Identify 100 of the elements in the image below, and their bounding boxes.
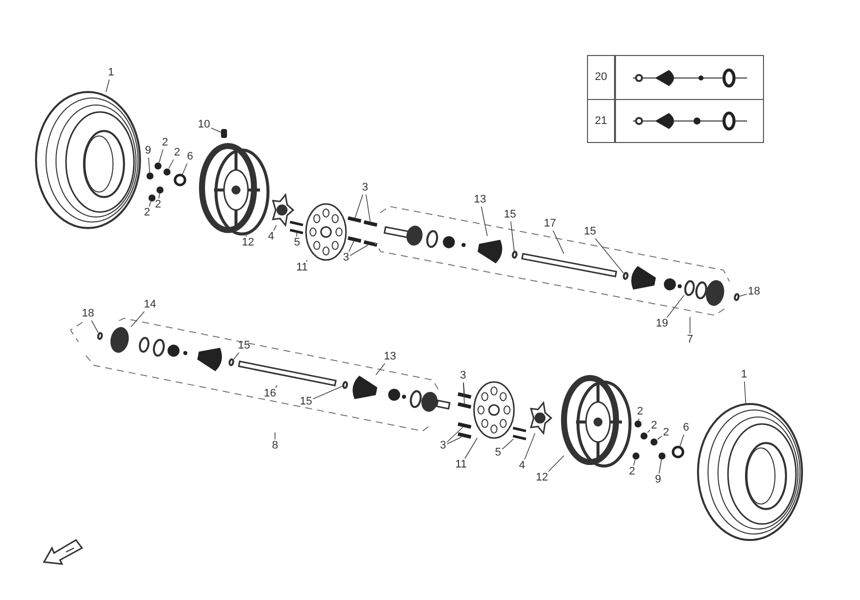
nut-drawing bbox=[634, 420, 642, 428]
leader-line bbox=[657, 436, 662, 440]
leader-line bbox=[463, 382, 465, 394]
leader-line bbox=[350, 244, 368, 256]
leader-line bbox=[168, 159, 174, 169]
leader-line bbox=[274, 224, 277, 231]
callout-number: 15 bbox=[504, 210, 516, 220]
kit-outline bbox=[70, 318, 439, 432]
callout-number: 2 bbox=[628, 466, 636, 478]
leader-line bbox=[464, 438, 478, 459]
leader-line bbox=[480, 206, 488, 236]
leader-line bbox=[594, 238, 624, 274]
leader-line bbox=[524, 432, 536, 460]
tire-drawing bbox=[35, 91, 141, 229]
leader-line bbox=[158, 193, 160, 199]
brake-disc-drawing bbox=[305, 203, 347, 261]
leader-line bbox=[296, 232, 298, 237]
callout-number: 6 bbox=[186, 152, 194, 162]
nut-drawing bbox=[156, 186, 164, 194]
leader-line bbox=[679, 434, 684, 448]
nut-drawing bbox=[658, 452, 666, 460]
callout-number: 9 bbox=[654, 474, 662, 486]
leader-line bbox=[658, 459, 662, 474]
callout-number: 13 bbox=[474, 194, 486, 206]
leader-line bbox=[666, 294, 684, 318]
callout-number: 11 bbox=[296, 262, 308, 274]
callout-number: 3 bbox=[362, 182, 368, 194]
callout-number: 9 bbox=[144, 146, 152, 156]
callout-number: 1 bbox=[740, 370, 748, 380]
hub-nut-drawing bbox=[672, 446, 684, 458]
ring-drawing bbox=[512, 250, 518, 259]
leader-line bbox=[158, 149, 164, 163]
callout-number: 19 bbox=[656, 318, 668, 330]
callout-number: 15 bbox=[584, 226, 596, 238]
leader-line bbox=[548, 455, 564, 472]
leader-line bbox=[738, 294, 748, 297]
nut-drawing bbox=[146, 172, 154, 180]
callout-number: 11 bbox=[455, 460, 467, 470]
wheel-stud-drawing bbox=[288, 220, 304, 234]
leader-line bbox=[638, 418, 640, 421]
leader-line bbox=[744, 381, 746, 404]
leader-line bbox=[354, 194, 364, 218]
leader-line bbox=[106, 79, 110, 92]
leader-line bbox=[348, 240, 354, 252]
leader-line bbox=[233, 352, 240, 360]
wheel-stud-drawing bbox=[512, 426, 528, 440]
leader-line bbox=[502, 438, 514, 450]
wheel-rim-drawing bbox=[199, 143, 270, 236]
leader-line bbox=[148, 157, 150, 173]
bolt-drawing bbox=[364, 240, 378, 247]
callout-number: 4 bbox=[268, 232, 274, 242]
callout-number: 16 bbox=[264, 388, 276, 400]
bolt-drawing bbox=[458, 422, 472, 429]
callout-number: 14 bbox=[144, 300, 156, 310]
callout-number: 3 bbox=[342, 252, 350, 264]
wheel-rim-drawing bbox=[561, 375, 632, 468]
brake-disc-drawing bbox=[473, 381, 515, 439]
callout-number: 12 bbox=[536, 472, 548, 484]
leader-line bbox=[274, 432, 276, 440]
callout-number: 10 bbox=[198, 120, 210, 130]
kit-number: 20 bbox=[594, 70, 608, 86]
callout-number: 2 bbox=[144, 208, 150, 218]
bolt-drawing bbox=[458, 402, 472, 409]
bolt-drawing bbox=[348, 216, 362, 223]
leader-line bbox=[210, 128, 222, 133]
callout-number: 18 bbox=[82, 308, 94, 320]
leader-line bbox=[647, 430, 650, 433]
callout-number: 4 bbox=[518, 460, 526, 472]
callout-number: 8 bbox=[272, 440, 278, 452]
leader-line bbox=[633, 459, 636, 466]
callout-number: 2 bbox=[650, 420, 658, 432]
callout-number: 5 bbox=[494, 448, 502, 458]
kit-outline bbox=[374, 206, 730, 316]
callout-number: 5 bbox=[294, 238, 300, 248]
bolt-drawing bbox=[364, 220, 378, 227]
leader-line bbox=[462, 382, 465, 404]
leader-line bbox=[182, 163, 188, 176]
nut-drawing bbox=[164, 168, 170, 176]
callout-number: 2 bbox=[636, 406, 644, 418]
callout-number: 17 bbox=[544, 218, 556, 230]
callout-number: 13 bbox=[384, 352, 396, 362]
valve-stem-drawing bbox=[221, 129, 227, 138]
callout-number: 12 bbox=[242, 238, 254, 248]
ring-drawing bbox=[622, 272, 629, 280]
hub-nut-drawing bbox=[174, 174, 186, 186]
callout-number: 18 bbox=[748, 286, 760, 298]
nut-drawing bbox=[640, 432, 648, 440]
callout-number: 2 bbox=[154, 200, 162, 210]
nut-drawing bbox=[148, 194, 156, 202]
ring-drawing bbox=[342, 381, 348, 389]
nut-drawing bbox=[650, 438, 658, 446]
bolt-drawing bbox=[348, 236, 362, 243]
callout-number: 2 bbox=[162, 138, 168, 148]
callout-number: 2 bbox=[662, 428, 670, 438]
nut-drawing bbox=[632, 452, 640, 460]
callout-number: 7 bbox=[686, 334, 694, 346]
leader-line bbox=[510, 221, 515, 252]
callout-number: 1 bbox=[108, 68, 114, 78]
callout-number: 3 bbox=[460, 370, 466, 382]
callout-number: 6 bbox=[682, 422, 690, 434]
